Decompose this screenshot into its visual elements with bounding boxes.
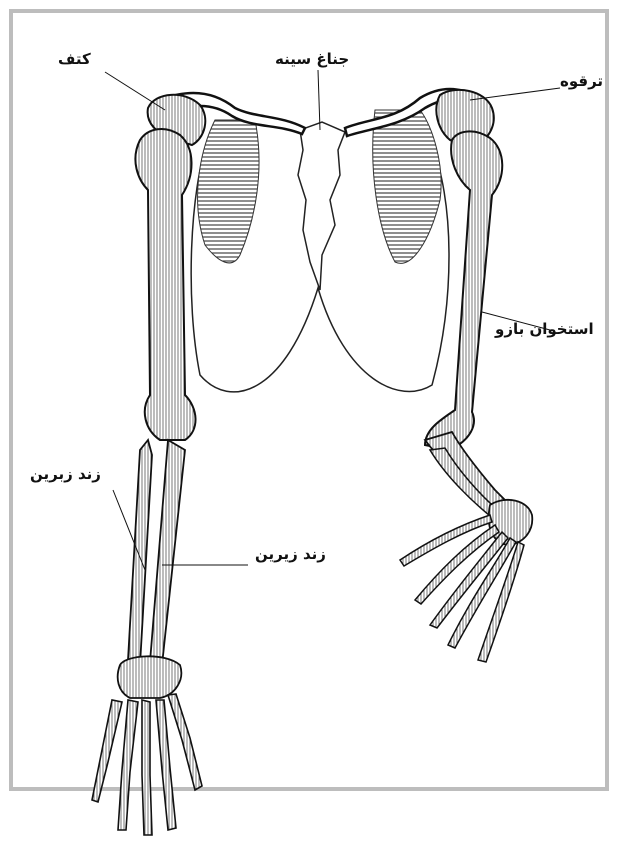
label-sternum: جناغ سینه [275,50,349,68]
left-humerus [135,129,195,440]
label-scapula: کتف [58,50,91,68]
right-lung [373,110,441,263]
leader-clavicle [470,88,560,100]
left-fingers [92,694,202,835]
sternum [298,122,345,290]
leader-scapula [105,72,165,110]
left-ulna [150,440,185,665]
label-clavicle: ترقوه [560,72,603,90]
leader-sternum [318,70,320,130]
right-fingers [400,515,524,662]
label-humerus: استخوان بازو [495,320,594,338]
left-radius [128,440,152,665]
left-lung [198,120,259,263]
label-radius: زند زبرین [30,465,101,483]
left-wrist [118,656,182,698]
label-ulna: زند زیرین [255,545,326,563]
